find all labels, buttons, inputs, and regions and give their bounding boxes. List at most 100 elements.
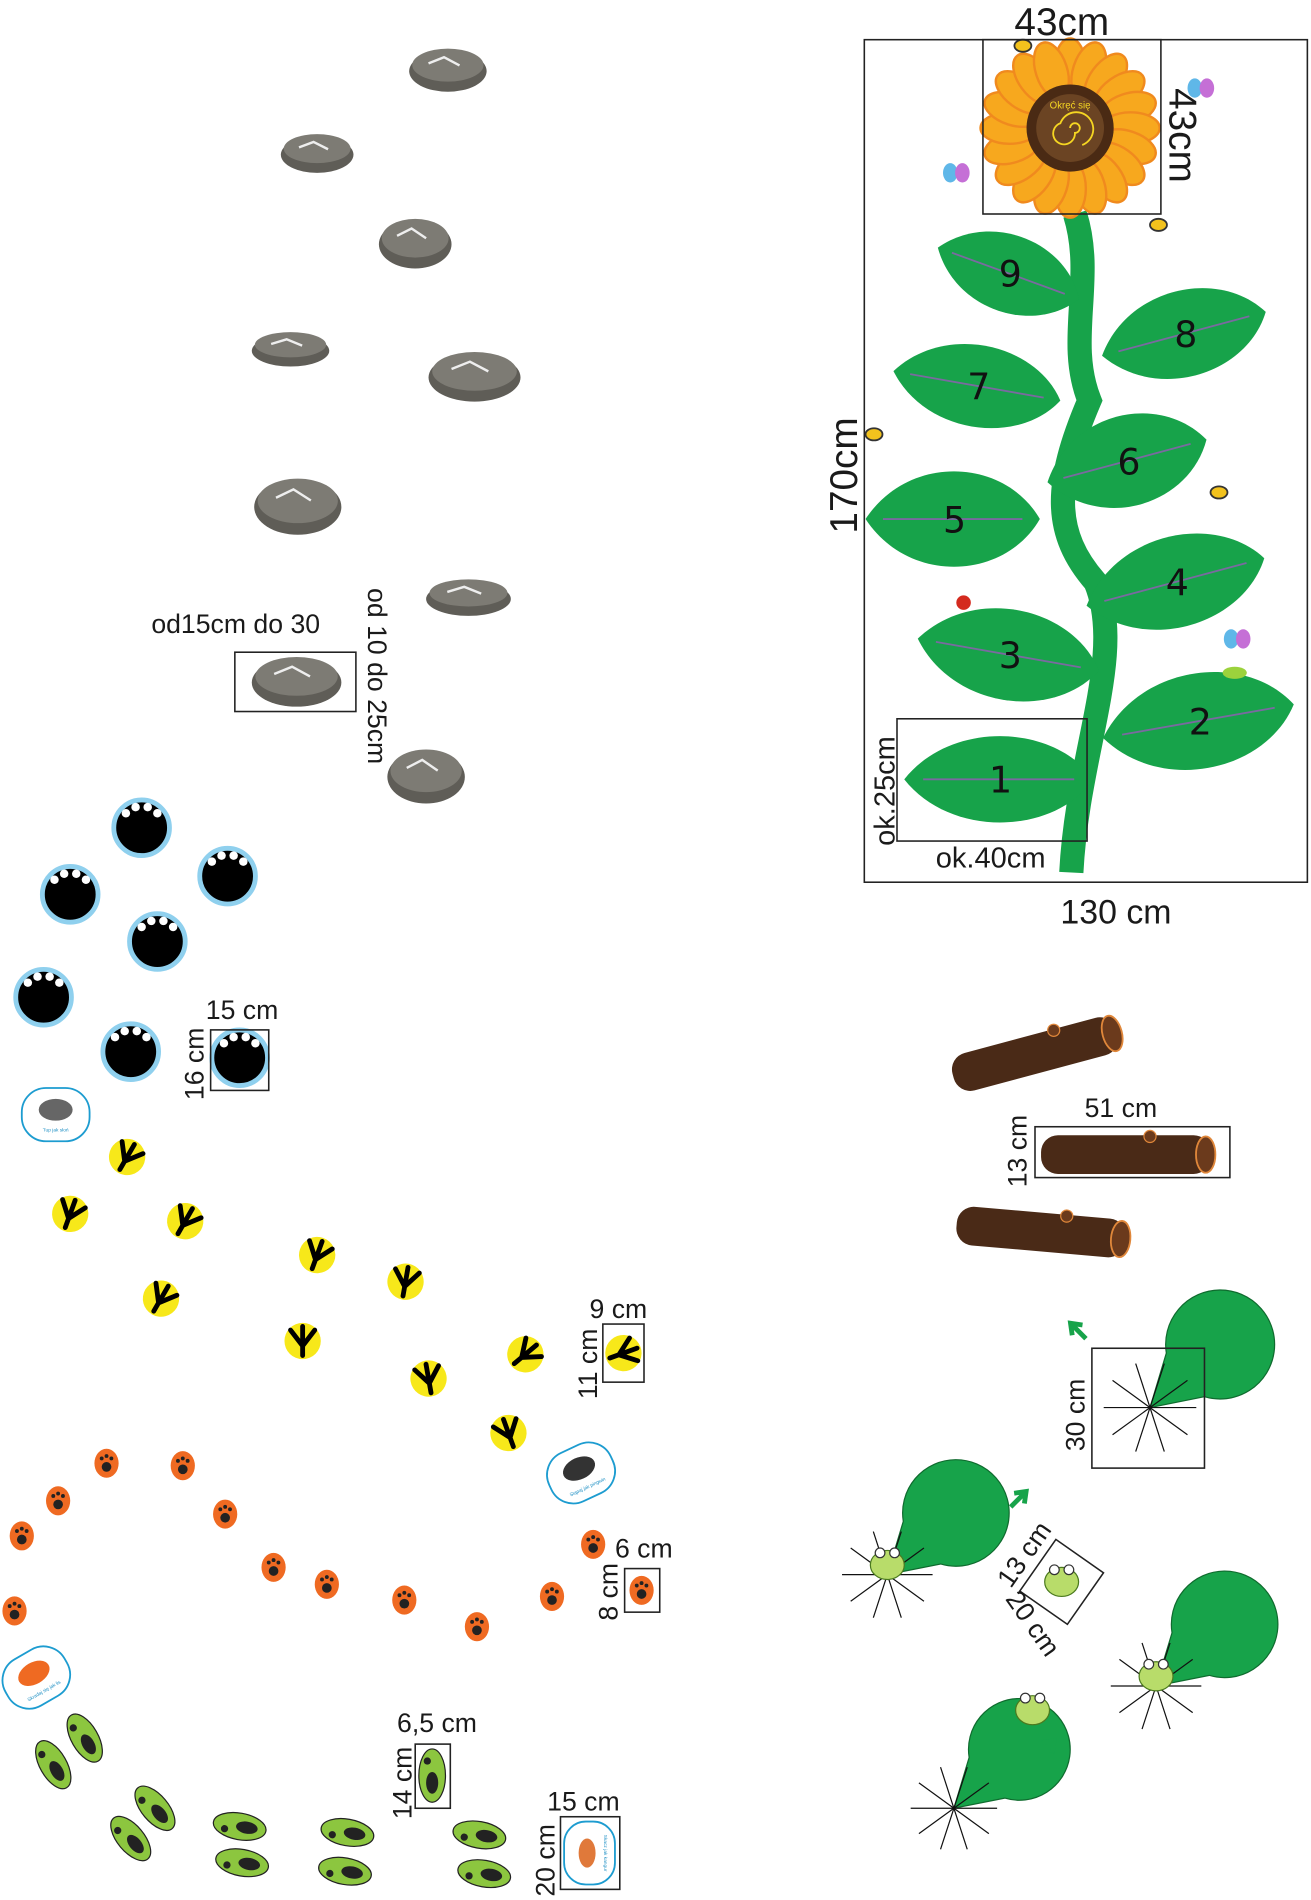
kangaroo-toe [138,1796,146,1804]
fox-toe [266,1560,271,1565]
fox-toe [12,1601,17,1606]
kangaroo-pad [475,1829,498,1843]
leaf-vein [951,251,1066,295]
fox-toe [104,1454,109,1458]
leaf-number: 5 [943,498,966,541]
elephant-paw-print [127,911,188,972]
kangaroo-toe [423,1757,431,1765]
log [951,1014,1124,1091]
sunflower-center-text: Okręć się [1050,101,1091,112]
lily-vein [1112,1407,1151,1436]
lily-vein [918,1807,955,1835]
bird-toes [288,1324,318,1358]
lily-vein [1149,1379,1188,1409]
leaf-number: 9 [999,253,1022,296]
stone-highlight [273,665,311,678]
lily-vein [1112,1379,1151,1409]
log-end [1100,1014,1124,1053]
bird-toes [412,1361,441,1396]
toe-gap [131,802,140,812]
fox-track [629,1575,654,1605]
leaf-3: 3 [917,608,1099,702]
kangaroo-track [66,1713,103,1763]
stone-highlight [270,338,303,347]
log-height-label: 13 cm [1003,1115,1033,1188]
fox-toe [19,1526,24,1531]
bird-track-size-box [602,1323,645,1383]
animal-icon [578,1838,596,1868]
fox-toe [228,1507,232,1512]
bee-icon [1149,217,1168,232]
kangaroo-track [457,1859,512,1889]
lily-vein [939,1808,955,1850]
leaf-2: 2 [1103,672,1294,770]
stone-body [412,48,484,82]
spiral-icon [1052,111,1095,146]
bee-icon [1209,485,1229,500]
kangaroo-badge-height-label: 20 cm [530,1824,560,1897]
log-body [951,1017,1119,1091]
log-knot [1060,1209,1074,1223]
toe-gap [219,1038,229,1048]
bird-toes [307,1238,335,1272]
stone-highlight [298,140,329,151]
paw-pad [127,911,188,972]
lily-pad-left [842,1459,1010,1618]
badge-text: Skacz jak kangur [602,1835,608,1872]
stone [254,478,342,535]
frog-eye [889,1547,901,1559]
fox-toe [24,1529,29,1533]
fox-toe [329,1577,334,1582]
kangaroo-badge: Skacz jak kangur [563,1820,616,1886]
direction-arrow-icon [1067,1320,1088,1341]
fox-pad [322,1583,332,1593]
direction-arrow-icon [1036,1738,1057,1759]
fox-track-size-box [623,1567,661,1613]
lily-pad [1149,1289,1276,1409]
elephant-paw-print [209,1027,270,1088]
lily-pad-height-label: 30 cm [1061,1379,1091,1452]
fox-toe [479,1619,484,1624]
lily-pad-right [1110,1570,1279,1730]
kangaroo-track [212,1811,267,1841]
animal-icon [38,1098,73,1121]
fox-pad [53,1499,63,1510]
toe-gap [229,1032,238,1042]
bee-body [864,427,884,442]
fox-track [314,1569,339,1599]
fox-track-width-label: 6 cm [615,1534,673,1564]
fox-toe [586,1537,591,1542]
toe-gap [147,916,156,926]
log-width-label: 51 cm [1085,1093,1158,1123]
elephant-badge: Tup jak słoń [20,1087,91,1143]
kangaroo-track [35,1740,72,1790]
kangaroo-pad [127,1834,144,1854]
frog-eye [1157,1658,1169,1670]
bird-toes [511,1335,544,1367]
elephant-paw-print [39,864,101,925]
lily-vein [1155,1685,1171,1730]
stone-body [381,218,449,258]
wing [1235,629,1251,649]
paw-size-box [209,1029,270,1092]
kangaroo-toe [69,1724,77,1732]
stone-body [255,657,338,696]
fox-toe [407,1593,412,1598]
sunflower-size-box [982,38,1162,215]
bird-track [167,1202,204,1240]
fox-toe [475,1617,479,1622]
toe-gap [23,978,33,987]
frog-eye [1019,1692,1031,1704]
kangaroo-track [418,1748,447,1803]
toe-gap [142,1032,151,1042]
fox-pad [16,1534,27,1545]
bee-icon [864,427,884,442]
fox-pad [101,1462,112,1472]
stone-highlight [396,227,427,240]
stone-body [257,478,338,524]
arrow-shape [1067,1320,1088,1341]
elephant-paw-print [13,966,74,1028]
log-end [1195,1135,1217,1174]
toe-gap [168,922,178,932]
butterfly-icon [1187,78,1215,98]
